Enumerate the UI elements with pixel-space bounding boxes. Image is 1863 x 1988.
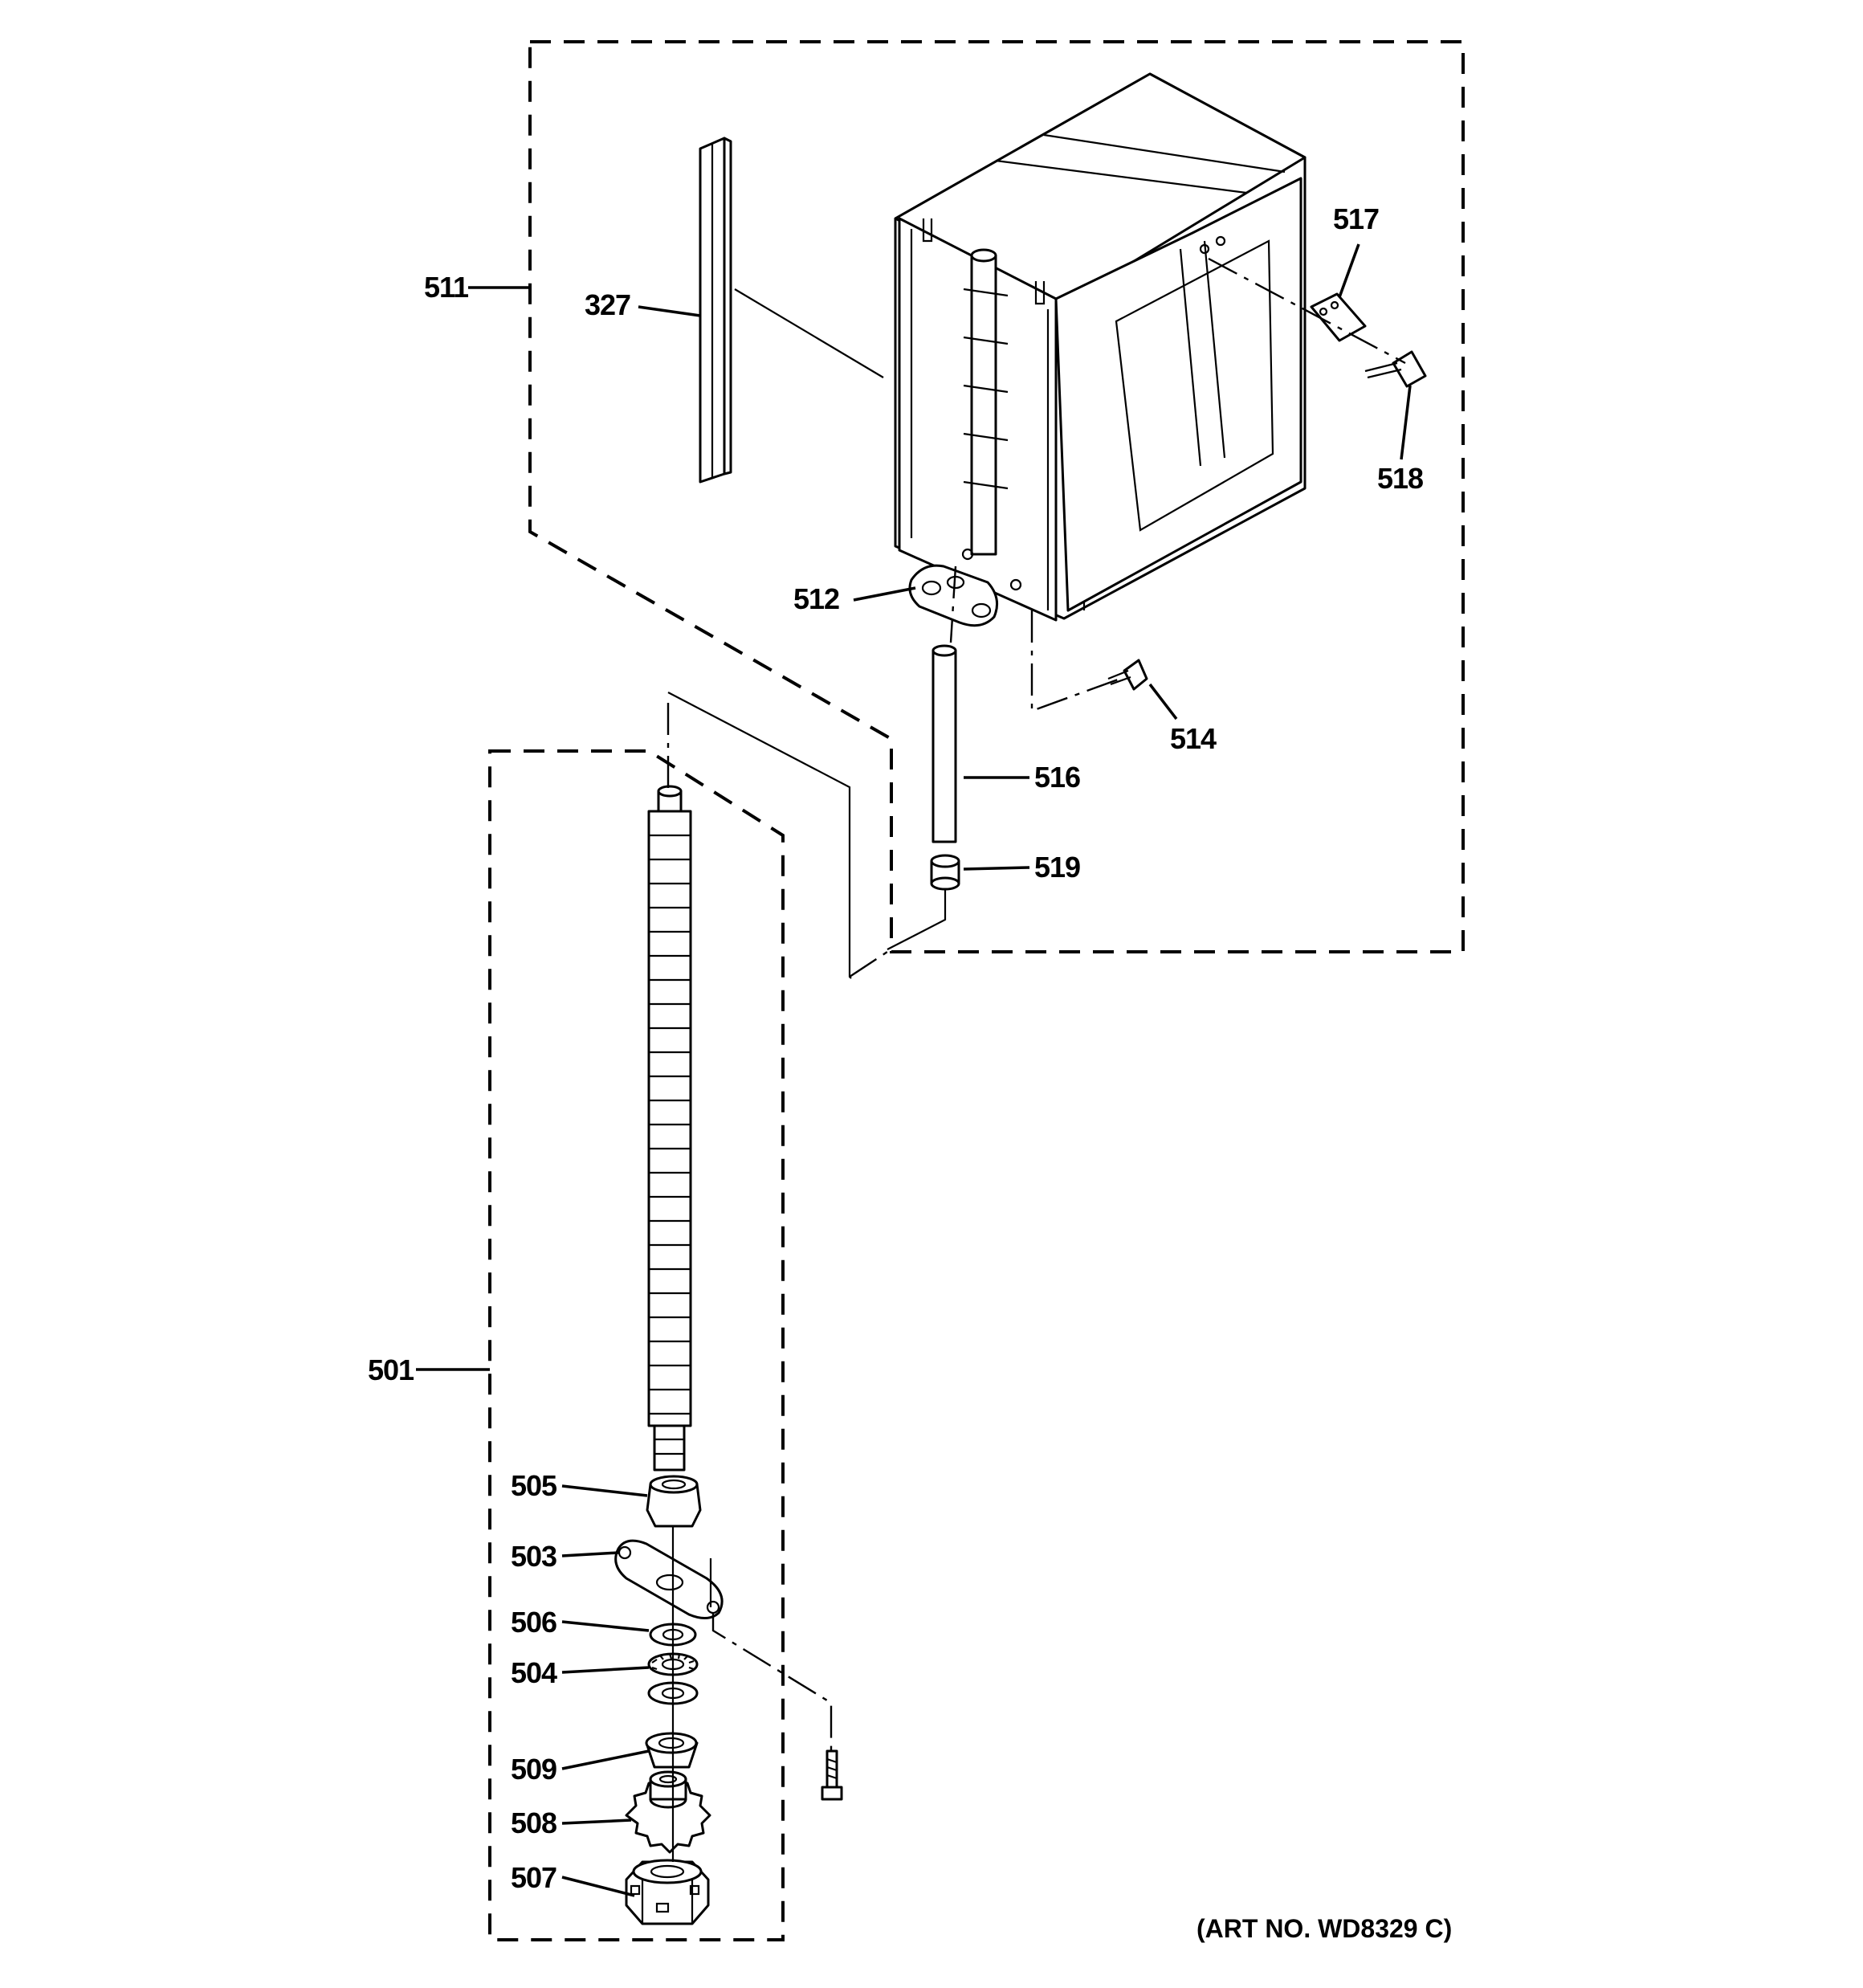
guide-line-517-518 <box>1208 257 1406 365</box>
callout-516: 516 <box>1034 761 1080 794</box>
part-514-screw <box>1107 659 1148 691</box>
part-508-nut <box>625 1859 710 1925</box>
callout-508: 507 <box>511 1861 556 1894</box>
part-327-gasket-strip <box>699 137 732 484</box>
callout-514: 514 <box>1170 722 1217 755</box>
part-505-bearing <box>646 1475 702 1528</box>
callout-509: 509 <box>511 1753 556 1786</box>
art-number: (ART NO. WD8329 C) <box>1196 1914 1452 1943</box>
part-507-sprocket <box>625 1770 711 1854</box>
leader-lines <box>416 243 1412 1897</box>
part-509-spacer <box>645 1732 699 1769</box>
callout-501: 501 <box>368 1353 414 1386</box>
callout-327: 327 <box>585 288 630 321</box>
guide-line-503-screw <box>711 1613 833 1751</box>
callout-518: 518 <box>1377 462 1423 495</box>
part-517-bracket <box>1310 292 1367 342</box>
mounting-screw <box>821 1749 843 1801</box>
callout-505: 505 <box>511 1469 557 1502</box>
callout-519: 519 <box>1034 851 1080 884</box>
auger-assembly <box>647 785 692 1472</box>
assembly-511-boundary <box>528 40 1465 953</box>
guide-line-auger-housing-2 <box>849 950 888 978</box>
housing-assembly <box>894 72 1307 622</box>
callout-511: 511 <box>424 271 469 304</box>
axis-line-512-516 <box>949 565 957 643</box>
callout-503: 503 <box>511 1540 556 1573</box>
guide-line-327 <box>734 288 884 378</box>
guide-line-auger-housing <box>667 692 852 979</box>
part-518-screw <box>1364 350 1427 388</box>
part-519-bushing <box>930 854 960 891</box>
guide-line-514 <box>1030 610 1121 712</box>
guide-line-519 <box>887 889 947 950</box>
part-516-shaft <box>932 644 957 843</box>
callout-506: 506 <box>511 1606 556 1639</box>
callout-517: 517 <box>1333 202 1379 235</box>
part-503-mounting-plate <box>614 1539 724 1619</box>
callout-507: 508 <box>511 1806 556 1839</box>
callout-504: 504 <box>511 1656 557 1689</box>
callout-512: 512 <box>793 582 839 615</box>
